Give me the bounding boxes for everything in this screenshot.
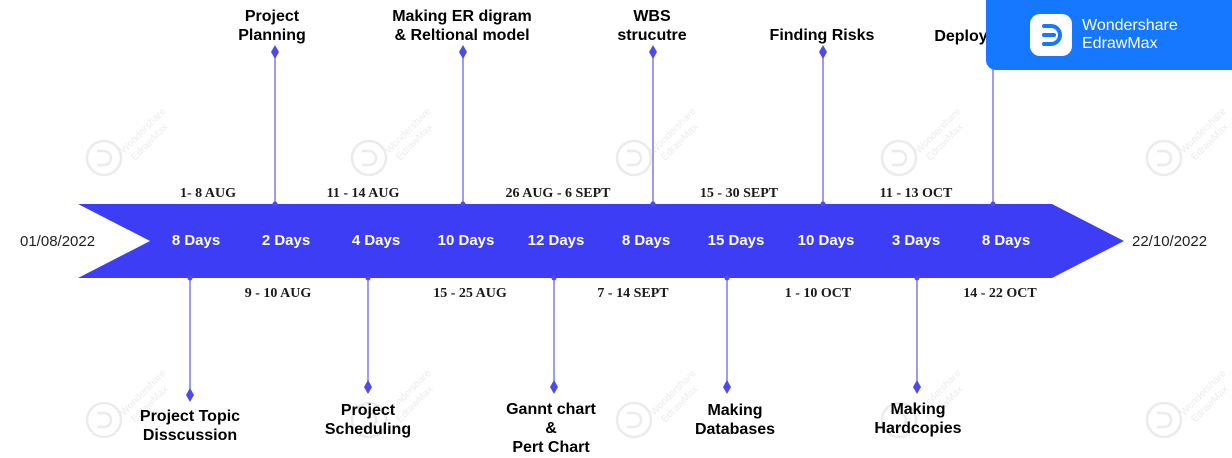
milestone-marker xyxy=(819,45,827,59)
duration-label: 3 Days xyxy=(891,232,941,249)
milestone-anchor-dot xyxy=(990,201,996,207)
edrawmax-logo-icon xyxy=(1030,14,1072,56)
milestone-er-diagram: Making ER digram& Reltional model xyxy=(392,8,532,44)
milestone-marker xyxy=(913,380,921,394)
milestone-anchor-dot xyxy=(551,275,557,281)
milestone-marker xyxy=(723,380,731,394)
duration-label: 4 Days xyxy=(351,232,401,249)
milestone-deploy: Deploy xyxy=(934,28,988,45)
watermark-logo-icon xyxy=(880,139,918,177)
duration-label: 8 Days xyxy=(621,232,671,249)
date-range-label: 1- 8 AUG xyxy=(180,186,236,201)
milestone-finding-risks: Finding Risks xyxy=(769,27,875,44)
milestone-anchor-dot xyxy=(365,275,371,281)
date-range-label: 26 AUG - 6 SEPT xyxy=(505,186,611,201)
watermark-logo-icon xyxy=(880,401,918,439)
watermark-logo-icon xyxy=(1145,139,1183,177)
duration-label: 8 Days xyxy=(981,232,1031,249)
milestone-anchor-dot xyxy=(272,201,278,207)
date-range-label: 7 - 14 SEPT xyxy=(597,286,669,301)
watermark-logo-icon xyxy=(85,401,123,439)
date-range-label: 15 - 30 SEPT xyxy=(699,186,779,201)
date-range-label: 1 - 10 OCT xyxy=(784,286,852,301)
milestone-anchor-dot xyxy=(914,275,920,281)
milestone-anchor-dot xyxy=(460,201,466,207)
date-range-label: 11 - 14 AUG xyxy=(326,186,400,201)
duration-label: 10 Days xyxy=(437,232,495,249)
milestone-marker xyxy=(459,45,467,59)
duration-label: 15 Days xyxy=(707,232,765,249)
milestone-marker xyxy=(186,388,194,402)
milestone-gantt-pert-chart: Gannt chart&Pert Chart xyxy=(506,401,596,456)
date-range-label: 15 - 25 AUG xyxy=(433,286,507,301)
end-date: 22/10/2022 xyxy=(1132,233,1208,250)
date-range-label: 11 - 13 OCT xyxy=(879,186,953,201)
milestone-anchor-dot xyxy=(187,275,193,281)
watermark-logo-icon xyxy=(85,139,123,177)
milestone-marker xyxy=(364,380,372,394)
duration-label: 2 Days xyxy=(261,232,311,249)
milestone-marker xyxy=(271,45,279,59)
watermark-logo-icon xyxy=(615,401,653,439)
milestone-anchor-dot xyxy=(724,275,730,281)
milestone-anchor-dot xyxy=(650,201,656,207)
watermark-logo-icon xyxy=(1145,401,1183,439)
duration-label: 10 Days xyxy=(797,232,855,249)
start-date: 01/08/2022 xyxy=(20,233,96,250)
watermark-logo-icon xyxy=(350,401,388,439)
date-range-label: 9 - 10 AUG xyxy=(244,286,312,301)
duration-label: 8 Days xyxy=(171,232,221,249)
milestone-anchor-dot xyxy=(820,201,826,207)
milestone-marker xyxy=(550,380,558,394)
duration-label: 12 Days xyxy=(527,232,585,249)
watermark-logo-icon xyxy=(615,139,653,177)
timeline-arrow xyxy=(78,204,1124,278)
milestone-marker xyxy=(649,45,657,59)
date-range-label: 14 - 22 OCT xyxy=(963,286,1037,301)
watermark-logo-icon xyxy=(350,139,388,177)
